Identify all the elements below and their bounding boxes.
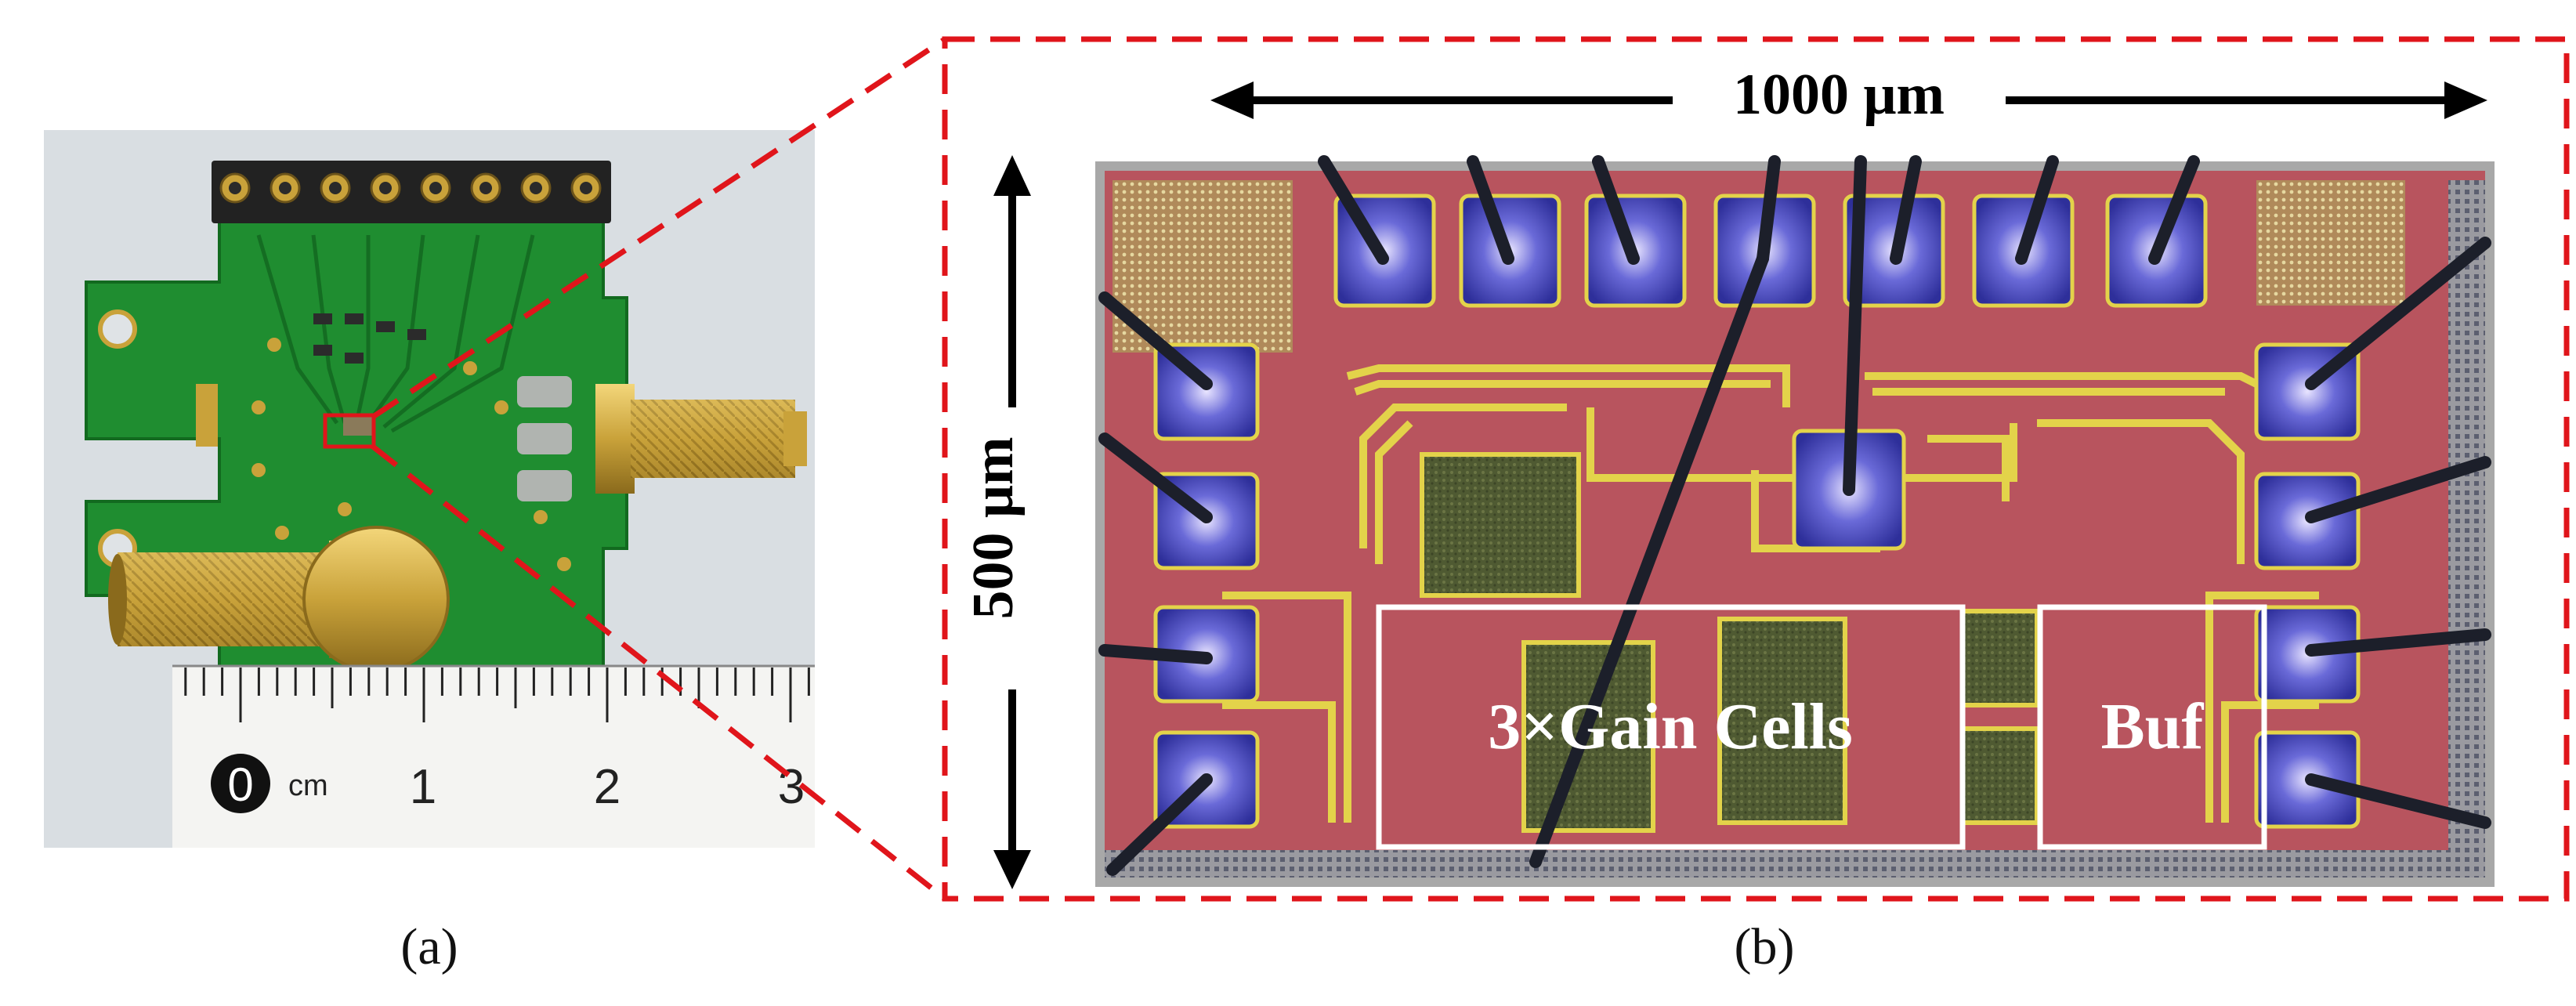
width-label: 1000 μm [1733, 63, 1945, 127]
width-dimension: 1000 μm [1210, 63, 2487, 127]
height-dimension: 500 μm [961, 155, 1031, 889]
ruler-unit-label: cm [288, 769, 328, 802]
chip-micrograph: 3×Gain Cells Buf [1095, 155, 2495, 887]
sma-connector-bottom [108, 526, 450, 673]
zoom-lines [371, 37, 947, 901]
buffer-label: Buf [2101, 690, 2205, 763]
ruler-number-0: 0 [227, 758, 253, 811]
header-pins [212, 161, 611, 223]
height-label: 500 μm [961, 436, 1026, 619]
caption-a: (a) [400, 918, 458, 975]
bond-wires [1098, 155, 2491, 876]
sma-connector-right [595, 384, 807, 494]
ruler-number-2: 2 [594, 760, 620, 814]
ruler: 0 cm 1 2 3 [172, 664, 815, 848]
gain-cells-label: 3×Gain Cells [1488, 690, 1853, 763]
ruler-zero-mark: 0 [211, 754, 270, 813]
buffer-box [2037, 604, 2267, 850]
zoom-source-box [323, 413, 376, 449]
caption-b: (b) [1735, 918, 1795, 975]
zoom-frame [942, 36, 2570, 902]
gain-cells-box [1376, 604, 1966, 850]
ruler-number-1: 1 [410, 760, 436, 814]
